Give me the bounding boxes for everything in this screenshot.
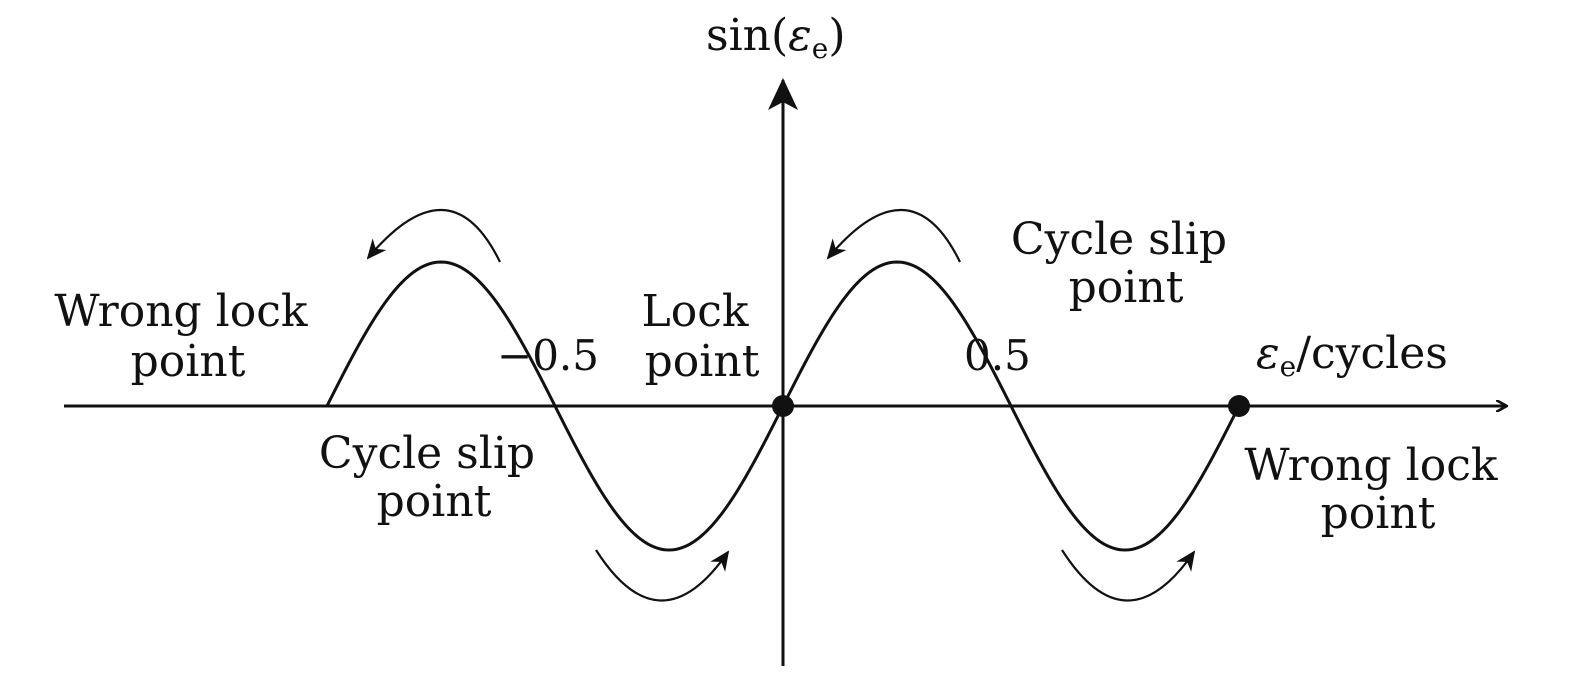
- cycle-slip-point-label-left: Cycle slip point: [319, 428, 549, 527]
- drift-arrow-left-inner: [595, 549, 730, 602]
- tick-label-neg-half: −0.5: [497, 331, 599, 380]
- x-axis-label: εe/cycles: [1256, 328, 1448, 383]
- drift-arrow-right-inner: [826, 208, 961, 263]
- cycle-slip-point-label-right: Cycle slip point: [1011, 214, 1241, 313]
- lock-point-dot: [772, 395, 794, 417]
- y-axis-label: sin(εe): [706, 10, 846, 65]
- drift-arrow-right-outer: [1061, 549, 1196, 602]
- drift-arrow-left-outer: [366, 208, 501, 263]
- wrong-lock-point-label-right: Wrong lock point: [1244, 440, 1511, 539]
- wrong-lock-point-label-left: Wrong lock point: [54, 286, 321, 387]
- marked-points: [772, 395, 1250, 417]
- lock-point-label: Lock point: [641, 286, 762, 387]
- wrong-lock-point-dot: [1228, 395, 1250, 417]
- tick-label-pos-half: 0.5: [964, 331, 1031, 380]
